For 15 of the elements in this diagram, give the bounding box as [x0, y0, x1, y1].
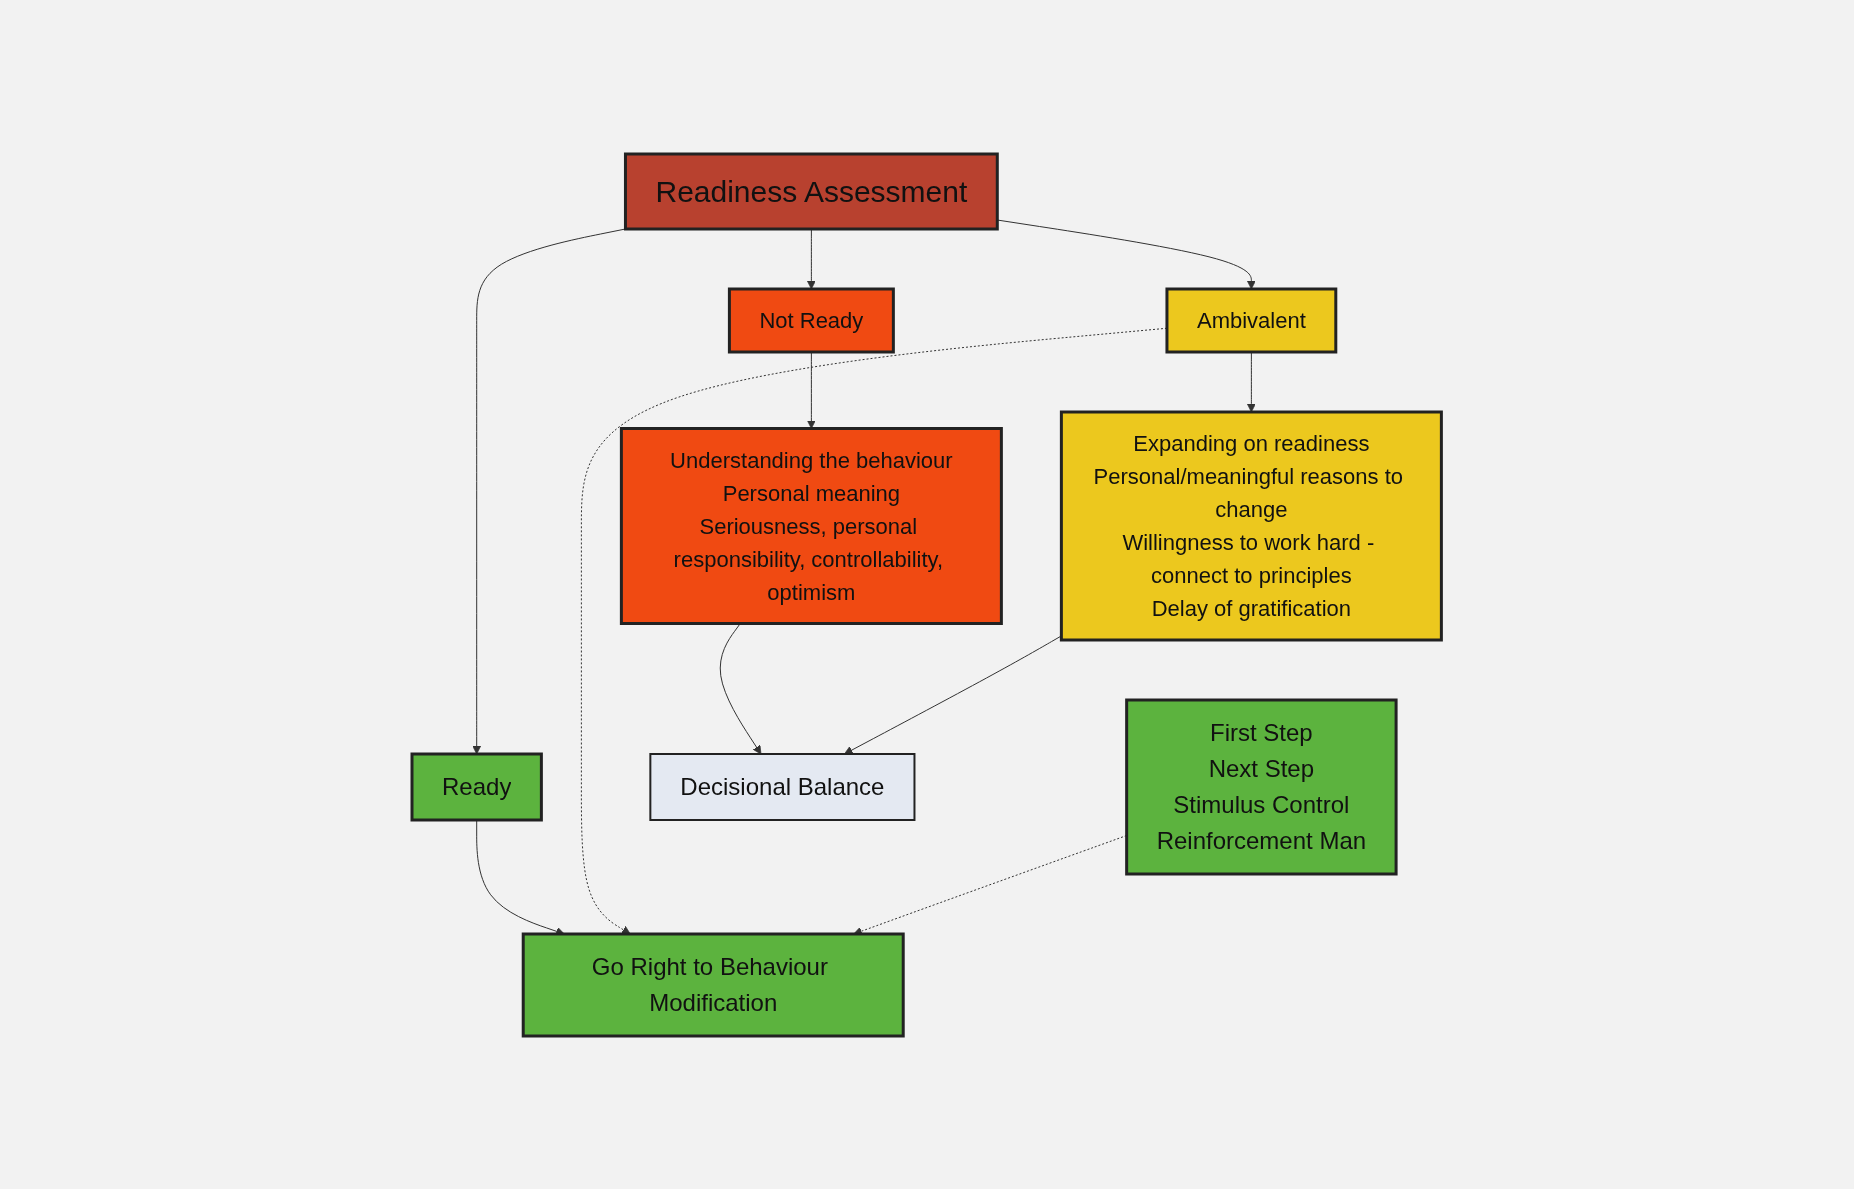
node-box: Understanding the behaviour Personal meaning Seriousness, personal responsibility, controllability, optimism — [620, 426, 1004, 625]
node-box: Decisional Balance — [649, 752, 916, 821]
node-box: Go Right to Behaviour Modification — [522, 932, 906, 1037]
node-box: First Step Next Step Stimulus Control Reinforcement Man — [1125, 698, 1398, 875]
arrow — [1247, 351, 1257, 412]
node-box: Readiness Assessment — [624, 152, 1000, 230]
node-box: Ambivalent — [1165, 287, 1338, 353]
node-box: Not Ready — [728, 287, 896, 353]
arrow — [472, 228, 627, 754]
arrow — [807, 351, 817, 429]
node-box: Expanding on readiness Personal/meaningful reasons to change Willingness to work hard - connect to principles Delay of gratification — [1060, 410, 1444, 641]
arrow — [807, 228, 817, 289]
arrow — [997, 219, 1257, 289]
arrow — [844, 634, 1063, 754]
node-box: Ready — [410, 752, 544, 821]
